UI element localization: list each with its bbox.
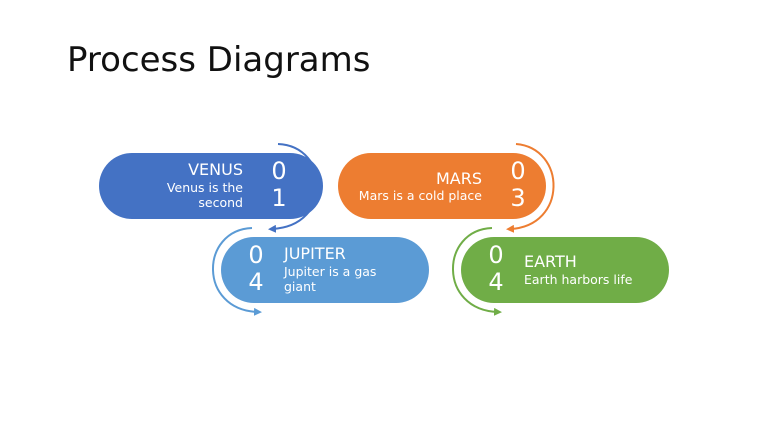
page-title: Process Diagrams [67,40,371,80]
step-mars: MARS Mars is a cold place 0 3 [338,153,546,219]
step-number: 0 4 [248,241,264,296]
step-label: EARTH [524,252,577,271]
step-jupiter: 0 4 JUPITER Jupiter is a gas giant [221,237,429,303]
step-label: MARS [435,169,482,188]
step-number: 0 4 [488,241,504,296]
step-venus: VENUS Venus is the second 0 1 [99,153,323,219]
step-earth: 0 4 EARTH Earth harbors life [461,237,669,303]
step-description: Mars is a cold place [358,188,482,203]
step-number: 0 1 [271,157,287,212]
step-label: VENUS [188,160,243,179]
step-description: Venus is the second [166,180,243,210]
step-description: Earth harbors life [524,272,633,287]
step-label: JUPITER [284,244,346,263]
step-description: Jupiter is a gas giant [284,264,377,294]
step-number: 0 3 [510,157,526,212]
